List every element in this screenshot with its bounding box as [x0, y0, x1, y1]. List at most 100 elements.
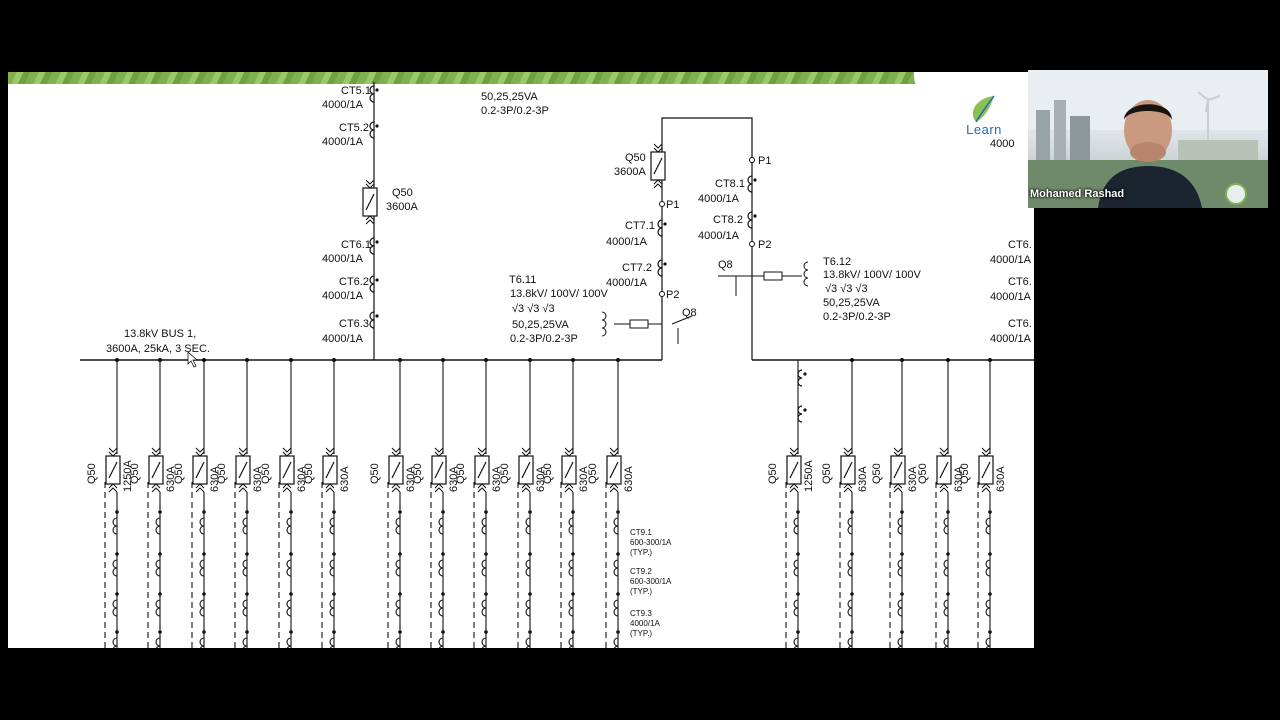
ct71-ratio: 4000/1A	[606, 236, 648, 248]
vt-left-ratio: 13.8kV/ 100V/ 100V	[510, 288, 609, 300]
svg-text:P2: P2	[666, 289, 679, 301]
feeder-label: Q50	[216, 463, 228, 484]
ct71-name: CT7.1	[625, 220, 655, 232]
feeder-label: 630A	[296, 466, 308, 492]
ct91-ratio: 600-300/1A	[630, 538, 672, 547]
svg-text:Q50: Q50	[392, 187, 413, 199]
svg-text:4000/1A: 4000/1A	[606, 277, 648, 289]
ct63-ratio: 4000/1A	[322, 333, 364, 345]
svg-text:3600A: 3600A	[614, 166, 646, 178]
feeder: Q50 630A	[303, 358, 351, 648]
vt-right-switch: Q8	[718, 259, 733, 271]
feeder-label: Q50	[767, 463, 779, 484]
vt-right-class: 0.2-3P/0.2-3P	[823, 311, 891, 323]
svg-text:CT9.2: CT9.2	[630, 567, 652, 576]
webcam-tile[interactable]: Mohamed Rashad	[1028, 70, 1268, 208]
svg-text:4000/1A: 4000/1A	[322, 136, 364, 148]
feeder-label: 630A	[623, 466, 635, 492]
svg-text:4000/1A: 4000/1A	[606, 236, 648, 248]
ct91-typ: (TYP.)	[630, 548, 652, 557]
leaf-icon	[972, 95, 995, 123]
svg-text:600-300/1A: 600-300/1A	[630, 577, 672, 586]
svg-text:13.8kV/ 100V/ 100V: 13.8kV/ 100V/ 100V	[823, 269, 922, 281]
feeder-label: Q50	[173, 463, 185, 484]
svg-text:50,25,25VA: 50,25,25VA	[512, 319, 569, 331]
svg-text:50,25,25VA: 50,25,25VA	[481, 91, 538, 103]
ct52-ratio: 4000/1A	[322, 136, 364, 148]
right-edge-r2: 4000/1A	[990, 291, 1032, 303]
feeder-label: 630A	[491, 466, 503, 492]
right-edge-ct61: CT6.	[1008, 239, 1032, 251]
ct92-typ: (TYP.)	[630, 587, 652, 596]
svg-text:4000/1A: 4000/1A	[322, 333, 364, 345]
svg-text:CT8.1: CT8.1	[715, 178, 745, 190]
svg-text:Q8: Q8	[718, 259, 733, 271]
svg-text:CT6.: CT6.	[1008, 276, 1032, 288]
shared-slide: CT5.1 4000/1A CT5.2 4000/1A Q50 3600A CT…	[8, 72, 1034, 648]
bus-label-line2: 3600A, 25kA, 3 SEC.	[106, 343, 210, 355]
feeder-label: Q50	[499, 463, 511, 484]
svg-text:P1: P1	[758, 155, 771, 167]
svg-text:CT6.2: CT6.2	[339, 276, 369, 288]
ct62-ratio: 4000/1A	[322, 290, 364, 302]
svg-text:4000/1A: 4000/1A	[322, 99, 364, 111]
feeder-label: Q50	[821, 463, 833, 484]
p1-right: P1	[758, 155, 771, 167]
svg-text:13.8kV BUS 1,: 13.8kV BUS 1,	[124, 328, 196, 340]
ct93-ratio: 4000/1A	[630, 619, 660, 628]
svg-text:CT6.3: CT6.3	[339, 318, 369, 330]
feeder-label: 630A	[448, 466, 460, 492]
ct61-name: CT6.1	[341, 239, 371, 251]
svg-text:(TYP.): (TYP.)	[630, 548, 652, 557]
feeder-label: Q50	[303, 463, 315, 484]
vt-left-rating: 50,25,25VA	[512, 319, 569, 331]
svg-text:4000/1A: 4000/1A	[990, 333, 1032, 345]
p2-right: P2	[758, 239, 771, 251]
svg-text:√3 √3 √3: √3 √3 √3	[512, 303, 555, 315]
feeder: Q50 630A	[216, 358, 264, 648]
feeder-label: 630A	[252, 466, 264, 492]
webcam-video	[1028, 70, 1268, 208]
p2-left: P2	[666, 289, 679, 301]
ct51-ratio: 4000/1A	[322, 99, 364, 111]
svg-text:(TYP.): (TYP.)	[630, 629, 652, 638]
svg-text:P2: P2	[758, 239, 771, 251]
ct93-typ: (TYP.)	[630, 629, 652, 638]
feeder-label: 630A	[995, 466, 1007, 492]
ct62-name: CT6.2	[339, 276, 369, 288]
svg-text:T6.11: T6.11	[509, 274, 536, 286]
feeder: Q50 1250A	[86, 358, 134, 648]
svg-text:CT6.: CT6.	[1008, 239, 1032, 251]
svg-text:600-300/1A: 600-300/1A	[630, 538, 672, 547]
right-edge-top: 4000	[990, 138, 1014, 150]
ct81-name: CT8.1	[715, 178, 745, 190]
vt-right-sqrt: √3 √3 √3	[825, 283, 868, 295]
svg-text:4000/1A: 4000/1A	[698, 230, 740, 242]
svg-text:√3 √3 √3: √3 √3 √3	[825, 283, 868, 295]
feeder-label: Q50	[412, 463, 424, 484]
svg-text:P1: P1	[666, 199, 679, 211]
feeder-label: 630A	[339, 466, 351, 492]
svg-text:CT6.: CT6.	[1008, 318, 1032, 330]
feeder-label: Q50	[86, 463, 98, 484]
feeder-label: 1250A	[122, 460, 134, 492]
svg-text:4000/1A: 4000/1A	[322, 253, 364, 265]
svg-text:Q50: Q50	[625, 152, 646, 164]
feeder-label: Q50	[871, 463, 883, 484]
feeder-label: 630A	[953, 466, 965, 492]
ct81-ratio: 4000/1A	[698, 193, 740, 205]
ct72-ratio: 4000/1A	[606, 277, 648, 289]
svg-text:CT5.2: CT5.2	[339, 122, 369, 134]
svg-text:4000/1A: 4000/1A	[990, 291, 1032, 303]
svg-text:3600A: 3600A	[386, 201, 418, 213]
feeder-label: 630A	[578, 466, 590, 492]
